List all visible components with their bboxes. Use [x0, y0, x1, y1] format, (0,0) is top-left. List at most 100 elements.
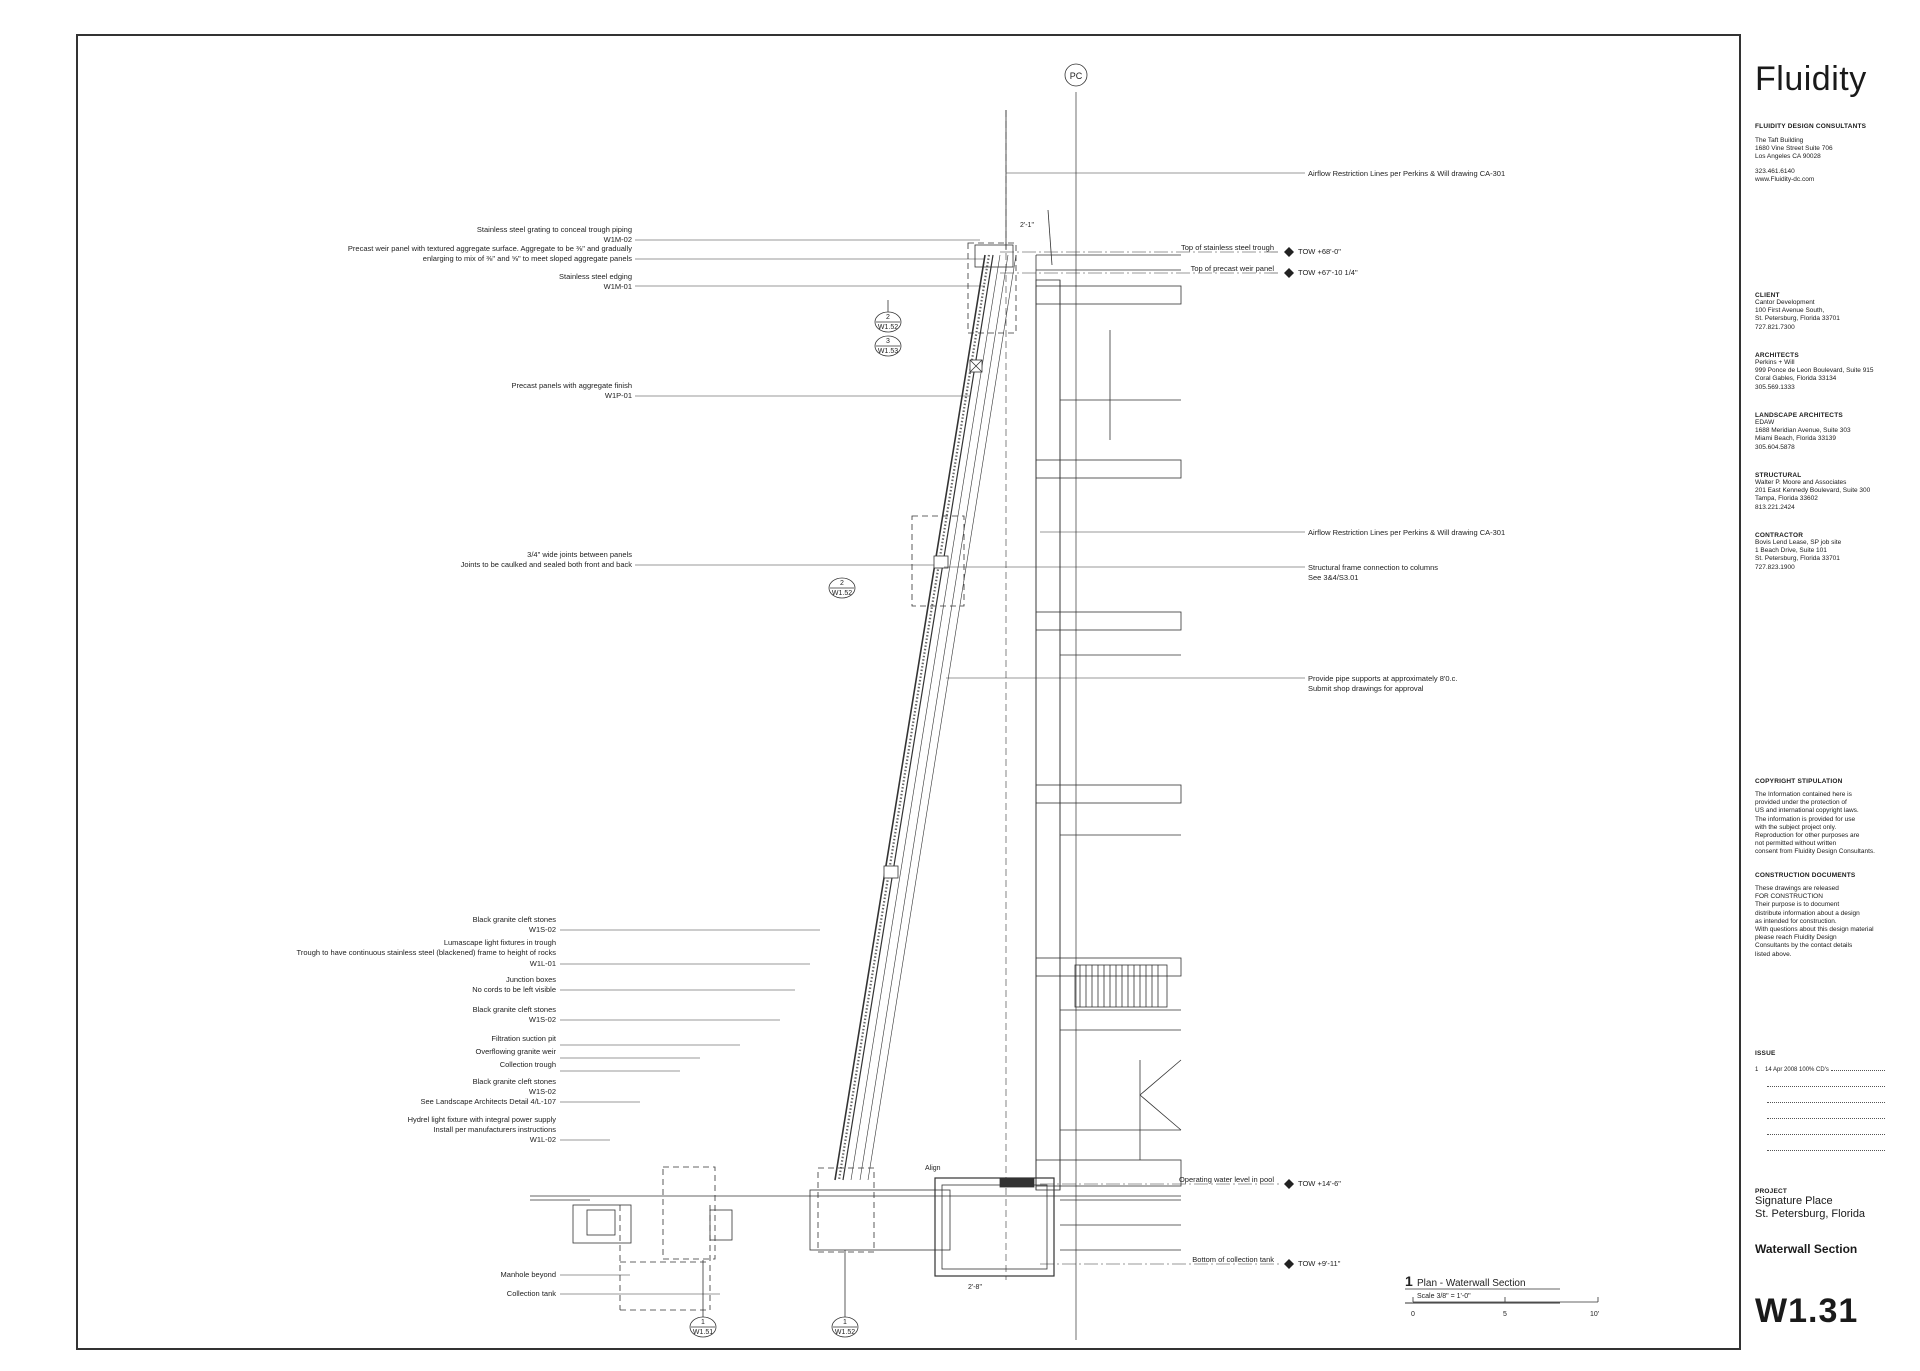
firm-logo: Fluidity: [1755, 60, 1867, 98]
issue-row: [1755, 1089, 1885, 1105]
detail-bubble: 1 W1.51: [689, 1316, 717, 1338]
dimension-label: Align: [925, 1165, 941, 1172]
callout-text: Airflow Restriction Lines per Perkins & …: [1308, 528, 1505, 537]
scale-bar: [1405, 1297, 1599, 1304]
construction-documents: CONSTRUCTION DOCUMENTS These drawings ar…: [1755, 872, 1874, 958]
callout-text: See Landscape Architects Detail 4/L-107: [420, 1097, 556, 1106]
callout-text: enlarging to mix of ⅜" and ⅝" to meet sl…: [423, 254, 632, 263]
sheet-title-block: Waterwall Section: [1755, 1242, 1915, 1256]
svg-text:W1.52: W1.52: [878, 324, 898, 331]
scale-bar-label: 5: [1503, 1311, 1507, 1318]
callout-text: Hydrel light fixture with integral power…: [408, 1115, 557, 1124]
scale-bar-label: 10': [1590, 1311, 1599, 1318]
callout-text: 3/4" wide joints between panels: [527, 550, 632, 559]
callout-text: Collection trough: [500, 1060, 556, 1069]
project-info: PROJECT Signature Place St. Petersburg, …: [1755, 1188, 1915, 1221]
callout-text: Collection tank: [507, 1289, 556, 1298]
drawing-number: 1: [1405, 1273, 1413, 1289]
sloped-waterwall: [834, 209, 1053, 1181]
pool-base: [530, 1166, 1181, 1311]
left-callouts: Stainless steel grating to conceal troug…: [297, 225, 633, 1298]
callout-text: Provide pipe supports at approximately 8…: [1308, 674, 1457, 683]
sheet-number: W1.31: [1755, 1292, 1859, 1330]
project-name: Signature Place: [1755, 1195, 1833, 1207]
drawing-sheet-border: [76, 34, 1741, 1350]
issue-row: [1755, 1073, 1885, 1089]
callout-text: W1L-02: [530, 1135, 556, 1144]
elevation-value: TOW +9'-11": [1298, 1259, 1341, 1268]
callout-text: Stainless steel grating to conceal troug…: [477, 225, 632, 234]
callout-text: W1M-01: [604, 282, 632, 291]
elevation-markers: Top of stainless steel trough TOW +68'-0…: [1179, 243, 1358, 1269]
detail-bubbles: 2 W1.52 3 W1.53 2 W1.52 1 W1.51 1 W1.52: [689, 300, 902, 1338]
drawing-name: Plan - Waterwall Section: [1417, 1278, 1526, 1289]
callout-text: Manhole beyond: [501, 1270, 556, 1279]
callout-text: W1L-01: [530, 959, 556, 968]
callout-text: Airflow Restriction Lines per Perkins & …: [1308, 169, 1505, 178]
dimension-label: 2'-1": [1020, 222, 1034, 229]
dimension-label: 2'-8": [968, 1284, 982, 1291]
contact-landscape-architects: LANDSCAPE ARCHITECTS EDAW 1688 Meridian …: [1755, 412, 1851, 451]
callout-text: Junction boxes: [506, 975, 556, 984]
issue-row: [1755, 1121, 1885, 1137]
right-leaders: [944, 172, 1305, 1265]
contact-architects: ARCHITECTS Perkins + Will 999 Ponce de L…: [1755, 352, 1874, 391]
svg-text:3: 3: [886, 338, 890, 345]
detail-bubble: 1 W1.52: [831, 1316, 859, 1338]
callout-text: W1S-02: [529, 1015, 556, 1024]
callout-text: W1M-02: [604, 235, 632, 244]
callout-text: Precast panels with aggregate finish: [512, 381, 633, 390]
right-callouts: Airflow Restriction Lines per Perkins & …: [1308, 169, 1505, 693]
gridline-label: PC: [1070, 71, 1083, 81]
left-leaders: [560, 239, 985, 1295]
elevation-label: Bottom of collection tank: [1192, 1255, 1274, 1264]
callout-text: See 3&4/S3.01: [1308, 573, 1358, 582]
callout-text: Black granite cleft stones: [473, 915, 557, 924]
callout-text: Black granite cleft stones: [473, 1077, 557, 1086]
elevation-label: Top of precast weir panel: [1191, 264, 1275, 273]
firm-phone: 323.461.6140: [1755, 167, 1795, 175]
callout-text: Submit shop drawings for approval: [1308, 684, 1424, 693]
sheet-title: Waterwall Section: [1755, 1242, 1858, 1256]
elevation-value: TOW +67'-10 1/4": [1298, 268, 1358, 277]
callout-text: Structural frame connection to columns: [1308, 563, 1438, 572]
firm-address-line: 1680 Vine Street Suite 706: [1755, 145, 1833, 153]
copyright-stipulation: COPYRIGHT STIPULATION The Information co…: [1755, 778, 1875, 856]
callout-text: Lumascape light fixtures in trough: [444, 938, 556, 947]
callout-text: Black granite cleft stones: [473, 1005, 557, 1014]
svg-text:W1.52: W1.52: [835, 1329, 855, 1336]
scale-bar-label: 0: [1411, 1311, 1415, 1318]
svg-text:W1.52: W1.52: [832, 590, 852, 597]
issue-row: [1755, 1137, 1885, 1153]
callout-text: W1P-01: [605, 391, 632, 400]
svg-text:2: 2: [840, 580, 844, 587]
callout-text: Filtration suction pit: [491, 1034, 557, 1043]
svg-text:1: 1: [843, 1319, 847, 1326]
callout-text: Precast weir panel with textured aggrega…: [348, 244, 632, 253]
drawing-title-block: 1 Plan - Waterwall Section Scale 3/8" = …: [1405, 1273, 1599, 1318]
firm-address-line: The Taft Building: [1755, 137, 1804, 144]
issue-row: [1755, 1105, 1885, 1121]
detail-bubble: 3 W1.53: [874, 335, 902, 357]
svg-text:2: 2: [886, 314, 890, 321]
callout-text: W1S-02: [529, 925, 556, 934]
firm-website: www.Fluidity-dc.com: [1755, 175, 1815, 183]
svg-text:W1.51: W1.51: [693, 1329, 713, 1336]
callout-text: No cords to be left visible: [472, 985, 556, 994]
callout-text: Stainless steel edging: [559, 272, 632, 281]
building-floors: [1035, 254, 1182, 1191]
callout-text: Trough to have continuous stainless stee…: [297, 948, 557, 957]
title-block: Fluidity FLUIDITY DESIGN CONSULTANTS The…: [1755, 60, 1915, 1330]
elevation-value: TOW +68'-0": [1298, 247, 1341, 256]
svg-text:1: 1: [701, 1319, 705, 1326]
drawing-scale: Scale 3/8" = 1'-0": [1417, 1293, 1471, 1300]
elevation-label: Top of stainless steel trough: [1181, 243, 1274, 252]
callout-text: Overflowing granite weir: [476, 1047, 557, 1056]
detail-bubble: 2 W1.52: [874, 311, 902, 333]
firm-address-line: Los Angeles CA 90028: [1755, 153, 1821, 161]
contact-client: CLIENT Cantor Development 100 First Aven…: [1755, 292, 1840, 331]
elevation-label: Operating water level in pool: [1179, 1175, 1274, 1184]
